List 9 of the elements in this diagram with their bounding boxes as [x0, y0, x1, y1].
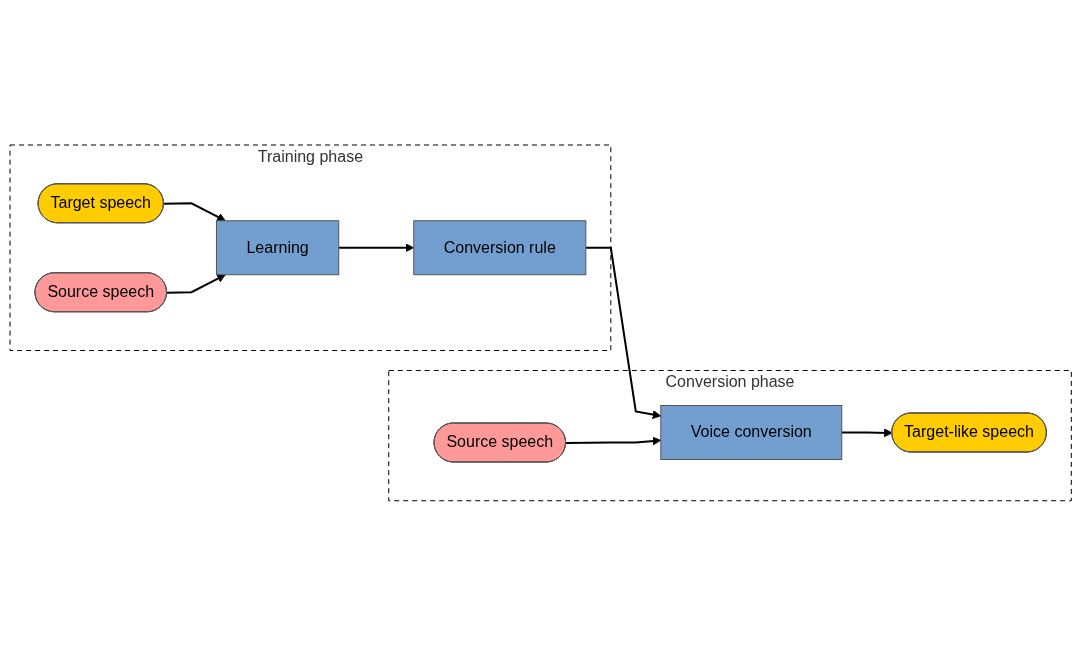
node-box: Voice conversion	[660, 405, 843, 461]
node-box: Conversion rule	[413, 220, 587, 276]
arrow	[841, 428, 893, 438]
arrow	[163, 202, 227, 222]
arrow	[565, 436, 662, 446]
arrow	[338, 243, 415, 253]
arrow	[166, 274, 227, 294]
arrow	[585, 246, 662, 420]
node-box: Learning	[216, 220, 340, 276]
